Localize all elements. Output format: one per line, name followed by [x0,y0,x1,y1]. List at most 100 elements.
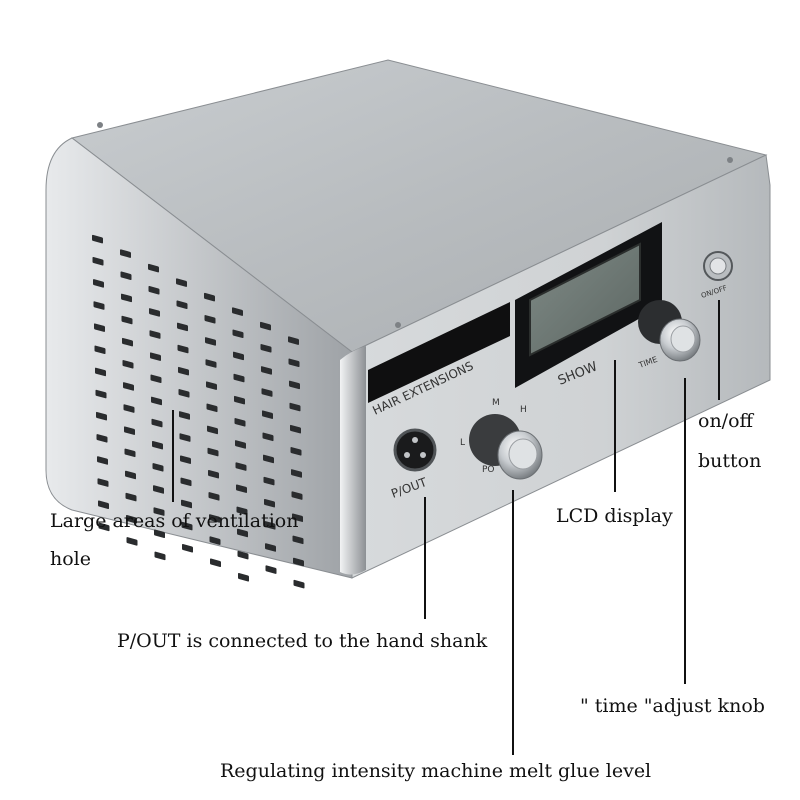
vent-hole [120,249,131,258]
case-left-side [45,137,353,579]
vent-hole [179,433,191,442]
vent-hole [291,469,302,478]
vent-hole [206,403,218,413]
leader-time-knob [684,378,686,684]
callout-onoff-line1: on/off [698,410,754,432]
leader-intensity [512,490,514,755]
vent-hole [262,432,274,442]
vent-hole [206,381,217,390]
level-label-low: L [460,438,465,448]
time-knob-cap [670,325,696,353]
vent-hole [92,257,104,266]
vent-hole [209,514,220,523]
vent-hole [125,492,137,502]
vent-hole [123,404,135,413]
intensity-label: PO [482,465,495,475]
vent-hole [95,367,106,377]
vent-hole [92,234,103,244]
vent-hole [148,286,160,295]
vent-hole [205,359,217,368]
vent-hole [260,344,272,353]
vent-hole [152,440,163,450]
vent-hole [261,388,273,397]
vent-hole [95,389,107,399]
callout-port: P/OUT is connected to the hand shank [117,630,488,652]
vent-hole [124,448,136,458]
vent-hole [265,565,277,574]
vent-hole [96,434,108,443]
vent-hole [94,323,105,332]
vent-hole [180,477,192,487]
ventilation-holes [92,234,305,589]
vent-hole [96,411,107,421]
vent-hole [263,454,274,464]
vent-hole [237,550,249,560]
vent-hole [125,470,136,480]
screw [97,122,103,128]
case-front-edge [340,346,366,575]
vent-hole [238,573,249,582]
vent-hole [177,322,188,332]
pout-port-pin [420,452,426,458]
callout-ventilation-line1: Large areas of ventilation [50,510,299,532]
callout-ventilation-line2: hole [50,548,91,570]
vent-hole [181,521,193,531]
vent-hole [293,579,305,589]
vent-hole [291,491,303,500]
vent-hole [288,336,299,345]
vent-hole [209,536,221,545]
vent-hole [264,498,275,508]
vent-hole [204,315,216,324]
vent-hole [148,263,159,273]
brand-strip [368,302,510,403]
vent-hole [288,358,300,368]
screw [395,322,401,328]
vent-hole [153,507,165,516]
vent-hole [93,301,105,310]
vent-hole [233,373,245,383]
vent-hole [97,456,108,465]
vent-hole [150,374,162,384]
vent-hole [121,315,133,325]
vent-hole [94,345,106,355]
vent-hole [289,380,300,390]
vent-hole [204,292,215,302]
vent-hole [179,411,190,420]
vent-hole [232,307,243,316]
vent-hole [236,506,248,516]
vent-hole [126,537,138,546]
vent-hole [153,485,164,494]
vent-hole [260,321,271,331]
callout-intensity: Regulating intensity machine melt glue l… [220,760,652,782]
vent-hole [154,551,166,561]
vent-hole [151,418,163,428]
vent-hole [180,455,191,464]
vent-hole [232,329,244,339]
vent-hole [261,366,272,375]
callout-onoff-line2: button [698,450,762,472]
vent-hole [235,440,246,449]
vent-hole [181,499,192,509]
pout-port-pin [412,437,418,443]
vent-hole [290,447,302,456]
vent-hole [176,300,188,310]
vent-hole [210,558,221,567]
vent-hole [208,469,219,479]
vent-hole [207,447,219,457]
vent-hole [264,521,276,530]
leader-lcd [614,360,616,492]
vent-hole [208,492,220,501]
vent-hole [124,426,135,435]
vent-hole [123,382,134,391]
vent-hole [98,522,110,532]
vent-hole [150,352,161,361]
vent-hole [263,476,275,486]
vent-hole [234,418,246,427]
vent-hole [93,279,104,288]
vent-hole [126,514,137,524]
vent-hole [207,425,218,435]
vent-hole [292,513,303,522]
vent-hole [234,395,245,405]
power-button[interactable] [709,257,727,275]
